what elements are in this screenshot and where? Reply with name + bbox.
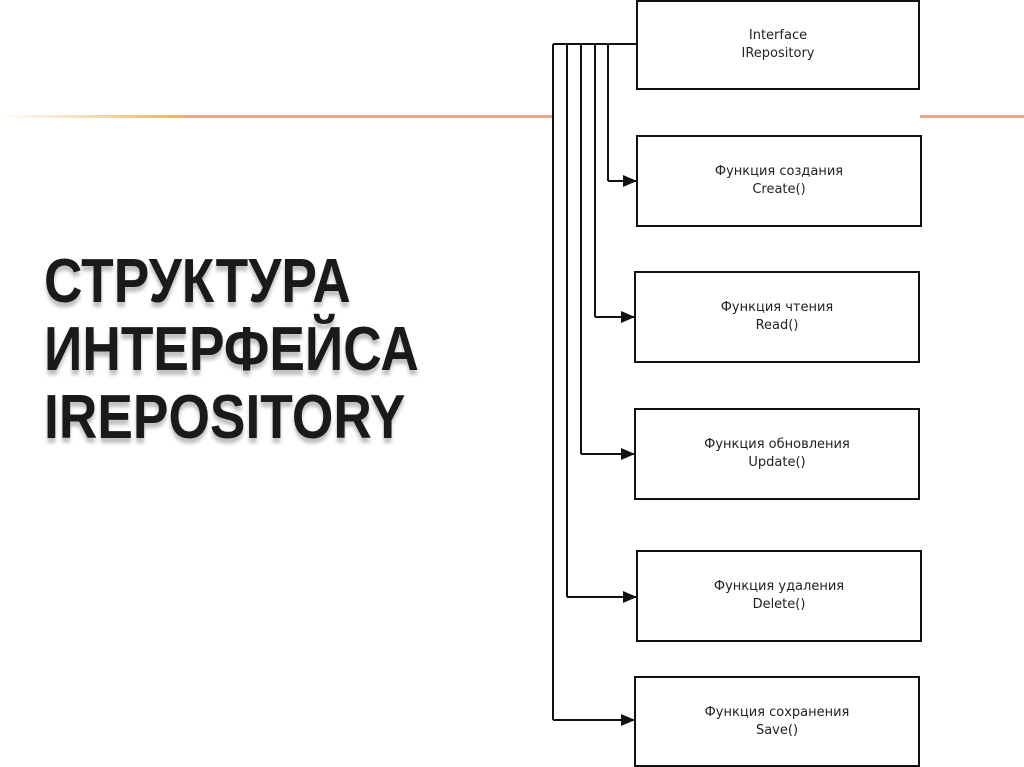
connector-save: [552, 44, 635, 726]
create-box-line-1: Функция создания: [714, 164, 844, 179]
root-box-line-1: Interface: [748, 28, 808, 43]
save-function-box: Функция сохранения Save(): [634, 676, 920, 767]
read-box-line-1: Функция чтения: [720, 300, 834, 315]
update-function-box: Функция обновления Update(): [634, 408, 920, 500]
create-box-line-2: Create(): [752, 182, 806, 197]
connector-update: [580, 44, 635, 460]
connector-delete: [566, 44, 637, 603]
slide-title-line-1: СТРУКТУРА: [44, 247, 351, 316]
read-box-line-2: Read(): [755, 318, 799, 333]
update-box-line-2: Update(): [748, 455, 806, 470]
delete-box-line-2: Delete(): [752, 597, 806, 612]
root-box-line-2: IRepository: [741, 46, 815, 61]
slide-title-line-3: IREPOSITORY: [44, 383, 406, 452]
connector-read: [594, 44, 635, 323]
accent-line-left: [0, 115, 552, 118]
slide-title-line-2: ИНТЕРФЕЙСА: [44, 315, 419, 384]
create-function-box: Функция создания Create(): [636, 135, 922, 227]
accent-line-right: [920, 115, 1024, 118]
update-box-line-1: Функция обновления: [704, 437, 850, 452]
delete-function-box: Функция удаления Delete(): [636, 550, 922, 642]
connector-create: [607, 44, 637, 187]
slide-title: СТРУКТУРА ИНТЕРФЕЙСА IREPOSITORY: [44, 248, 419, 452]
save-box-line-2: Save(): [755, 722, 799, 738]
delete-box-line-1: Функция удаления: [713, 579, 845, 594]
root-interface-box: Interface IRepository: [636, 0, 920, 90]
read-function-box: Функция чтения Read(): [634, 271, 920, 363]
save-box-line-1: Функция сохранения: [704, 704, 850, 720]
